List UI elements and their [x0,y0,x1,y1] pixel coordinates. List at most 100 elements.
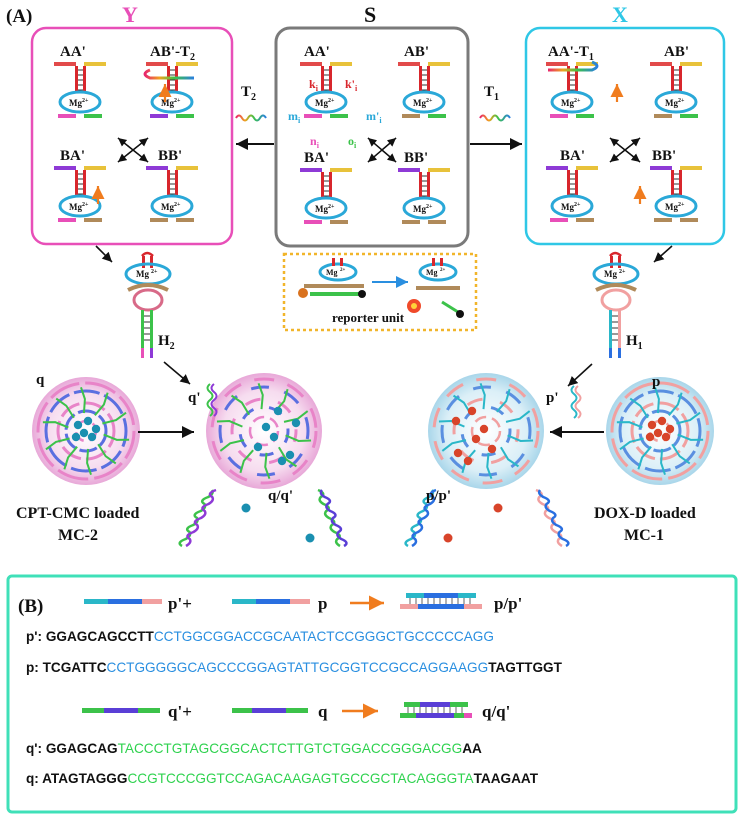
right-caption-line2: MC-1 [624,527,664,544]
trigger-t1-strand [479,114,511,122]
seq-p-body: CCTGGGGGCAGCCCGGAGTATTGCGGTCCGCCAGGAAGG [106,660,489,675]
micelle-p-prime-label: p' [546,390,559,406]
arrow-h1-to-pprime [567,363,593,387]
s-label-m: mi [288,109,301,125]
x-cell-ab-label: AB' [664,44,689,60]
svg-text:Mg: Mg [326,268,338,277]
seq-q-prime-tail: AA [462,741,482,756]
svg-text:Mg: Mg [69,98,82,108]
seq-p-label: p: [26,660,43,675]
svg-text:Mg: Mg [426,268,438,277]
seq-p-prime-body: CCTGGCGGACCGCAATACTCCGGGCTGCCCCCAGG [153,629,494,644]
seq-q-tail: TAAGAAT [473,771,539,786]
s-cell-ab-label: AB' [404,44,429,60]
s-label-m-prime: m'i [366,109,382,125]
micelles [32,373,714,548]
seq-q-body: CCGTCCCGGTCCAGACAAGAGTGCCGCTACAGGGTA [127,771,474,786]
svg-text:Mg: Mg [561,202,574,212]
arrow-x-to-active [653,245,673,263]
svg-text:Mg: Mg [604,269,617,279]
duplex-pp-right [535,488,570,548]
arrow-h2-to-qprime [163,361,191,385]
group-x-title: X [612,2,628,27]
x-cell-aat-label: AA'-T1 [548,44,594,63]
group-s-title: S [364,2,376,27]
cross-arrows-s [367,137,397,163]
micelle-qq-label: q/q' [268,488,293,504]
y-cell-aa-label: AA' [60,44,86,60]
micelle-mc2-loaded [32,377,140,485]
row1-strands [84,593,482,611]
row2-strands [82,702,472,719]
seq-p: p: TCGATTCCCTGGGGGCAGCCCGGAGTATTGCGGTCCG… [26,660,562,675]
seq-p-prime: p': GGAGCAGCCTTCCTGGCGGACCGCAATACTCCGGGC… [26,629,494,644]
hairpin-h1-label: H1 [626,333,643,352]
right-caption-line1: DOX-D loaded [594,505,696,522]
duplex-qq-right [317,488,348,548]
svg-text:2+: 2+ [82,98,89,104]
seq-q-head: ATAGTAGGG [42,771,128,786]
s-label-k: ki [309,77,319,93]
row1-left-label: p'+ [168,594,192,613]
svg-text:Mg: Mg [161,98,174,108]
reporter-unit-box [282,252,478,332]
row2-right-label: q [318,702,328,721]
trigger-bound-y [143,68,194,80]
released-dox-dot [493,503,503,513]
s-cell-bb-label: BB' [404,150,428,166]
trigger-t1-label: T1 [484,84,499,103]
trigger-t2-strand [235,114,267,122]
svg-text:Mg: Mg [161,202,174,212]
svg-text:2+: 2+ [328,204,335,210]
seq-q-prime-head: GGAGCAG [45,741,118,756]
svg-text:Mg: Mg [69,202,82,212]
y-cell-abt-label: AB'-T2 [150,44,195,63]
svg-text:Mg: Mg [136,269,149,279]
left-caption-line2: MC-2 [58,527,98,544]
reporter-unit-label: reporter unit [332,310,405,325]
seq-q: q: ATAGTAGGGCCGTCCCGGTCCAGACAAGAGTGCCGCT… [26,771,538,786]
svg-text:2+: 2+ [151,269,158,275]
trigger-t2-label: T2 [241,84,256,103]
row1-right-label: p [318,594,327,613]
svg-text:2+: 2+ [426,98,433,104]
row2-product-label: q/q' [482,702,510,721]
svg-text:Mg: Mg [665,202,678,212]
seq-p-prime-label: p': [26,629,46,644]
svg-text:Mg: Mg [665,98,678,108]
micelle-pp-label: p/p' [426,488,451,504]
left-caption-line1: CPT-CMC loaded [16,505,140,522]
micelle-mc1-released [428,373,544,489]
svg-text:2+: 2+ [174,202,181,208]
s-label-o: oi [348,134,357,150]
y-cell-ba-label: BA' [60,148,85,164]
seq-q-prime-body: TACCCTGTAGCGGCACTCTTGTCTGGACCGGGACGG [117,741,463,756]
group-y-title: Y [122,2,138,27]
s-cell-ba-label: BA' [304,150,329,166]
pprime-strand [570,385,578,419]
x-cell-bb-label: BB' [652,148,676,164]
svg-text:Mg: Mg [315,98,328,108]
s-cell-aa-label: AA' [304,44,330,60]
released-dox-dot [443,533,453,543]
svg-text:2+: 2+ [340,268,346,273]
svg-text:2+: 2+ [174,98,181,104]
released-cpt-dot [241,503,251,513]
s-label-k-prime: k'i [345,77,358,93]
row1-product-label: p/p' [494,594,522,613]
svg-text:2+: 2+ [574,202,581,208]
seq-q-prime: q': GGAGCAGTACCCTGTAGCGGCACTCTTGTCTGGACC… [26,741,482,756]
released-cpt-dot [305,533,315,543]
seq-p-tail: TAGTTGGT [488,660,562,675]
micelle-p-label: p [652,374,660,390]
qprime-strand [206,383,214,417]
duplex-pp-left [404,488,437,548]
